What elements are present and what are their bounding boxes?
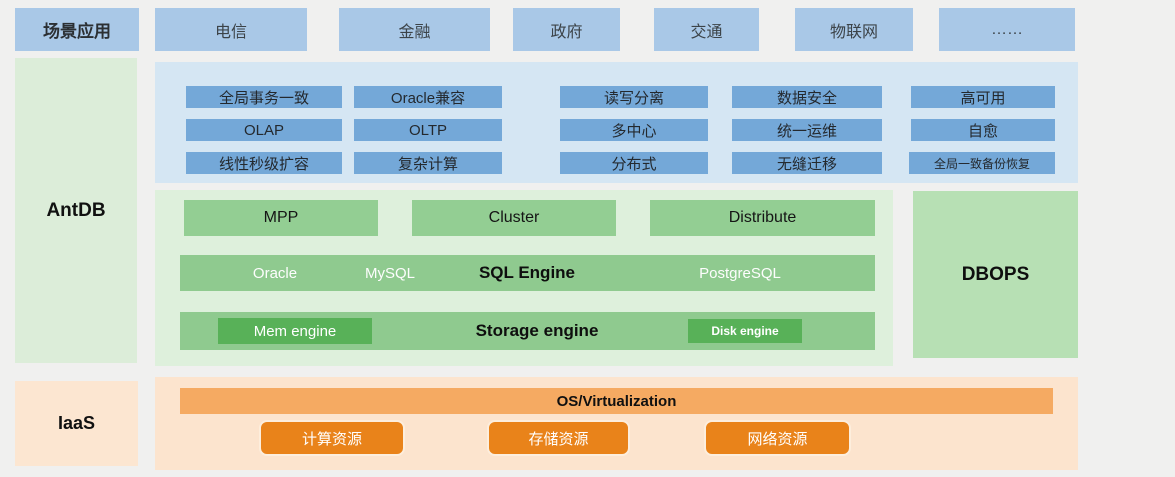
app-iot: 物联网 — [795, 8, 913, 51]
mode-cluster: Cluster — [412, 200, 616, 236]
dbops-box: DBOPS — [913, 191, 1078, 358]
feature-global-transaction: 全局事务一致 — [186, 86, 342, 108]
feature-panel: 全局事务一致 Oracle兼容 读写分离 数据安全 高可用 OLAP OLTP … — [155, 62, 1078, 183]
resource-network: 网络资源 — [704, 420, 851, 456]
iaas-label: IaaS — [15, 381, 138, 466]
feature-multi-center: 多中心 — [560, 119, 708, 141]
resource-compute: 计算资源 — [259, 420, 405, 456]
dialect-postgresql: PostgreSQL — [699, 264, 781, 282]
feature-data-security: 数据安全 — [732, 86, 882, 108]
feature-seamless-migration: 无缝迁移 — [732, 152, 882, 174]
feature-read-write-split: 读写分离 — [560, 86, 708, 108]
feature-olap: OLAP — [186, 119, 342, 141]
antdb-label: AntDB — [15, 58, 137, 363]
dialect-mysql: MySQL — [364, 264, 415, 282]
mode-distribute: Distribute — [650, 200, 875, 236]
sql-engine-bar: Oracle MySQL SQL Engine PostgreSQL — [180, 255, 875, 291]
iaas-panel: OS/Virtualization 计算资源 存储资源 网络资源 — [155, 377, 1078, 470]
feature-unified-ops: 统一运维 — [732, 119, 882, 141]
feature-high-availability: 高可用 — [911, 86, 1055, 108]
storage-engine-bar: Mem engine Storage engine Disk engine — [180, 312, 875, 350]
app-government: 政府 — [513, 8, 620, 51]
feature-global-backup-restore: 全局一致备份恢复 — [909, 152, 1055, 174]
feature-complex-compute: 复杂计算 — [354, 152, 502, 174]
disk-engine-box: Disk engine — [688, 319, 802, 343]
os-virtualization-bar: OS/Virtualization — [180, 388, 1053, 414]
app-transportation: 交通 — [654, 8, 759, 51]
sql-engine-title: SQL Engine — [478, 263, 576, 282]
feature-linear-scale: 线性秒级扩容 — [186, 152, 342, 174]
scenario-apps-label: 场景应用 — [15, 8, 139, 51]
mode-mpp: MPP — [184, 200, 378, 236]
feature-self-healing: 自愈 — [911, 119, 1055, 141]
feature-distributed: 分布式 — [560, 152, 708, 174]
app-telecom: 电信 — [155, 8, 307, 51]
storage-engine-title: Storage engine — [475, 321, 599, 340]
feature-oltp: OLTP — [354, 119, 502, 141]
mem-engine-box: Mem engine — [218, 318, 372, 344]
engine-panel: MPP Cluster Distribute Oracle MySQL SQL … — [155, 190, 893, 366]
feature-oracle-compat: Oracle兼容 — [354, 86, 502, 108]
resource-storage: 存储资源 — [487, 420, 630, 456]
dialect-oracle: Oracle — [252, 264, 298, 282]
app-finance: 金融 — [339, 8, 490, 51]
app-more-ellipsis: …… — [939, 8, 1075, 51]
